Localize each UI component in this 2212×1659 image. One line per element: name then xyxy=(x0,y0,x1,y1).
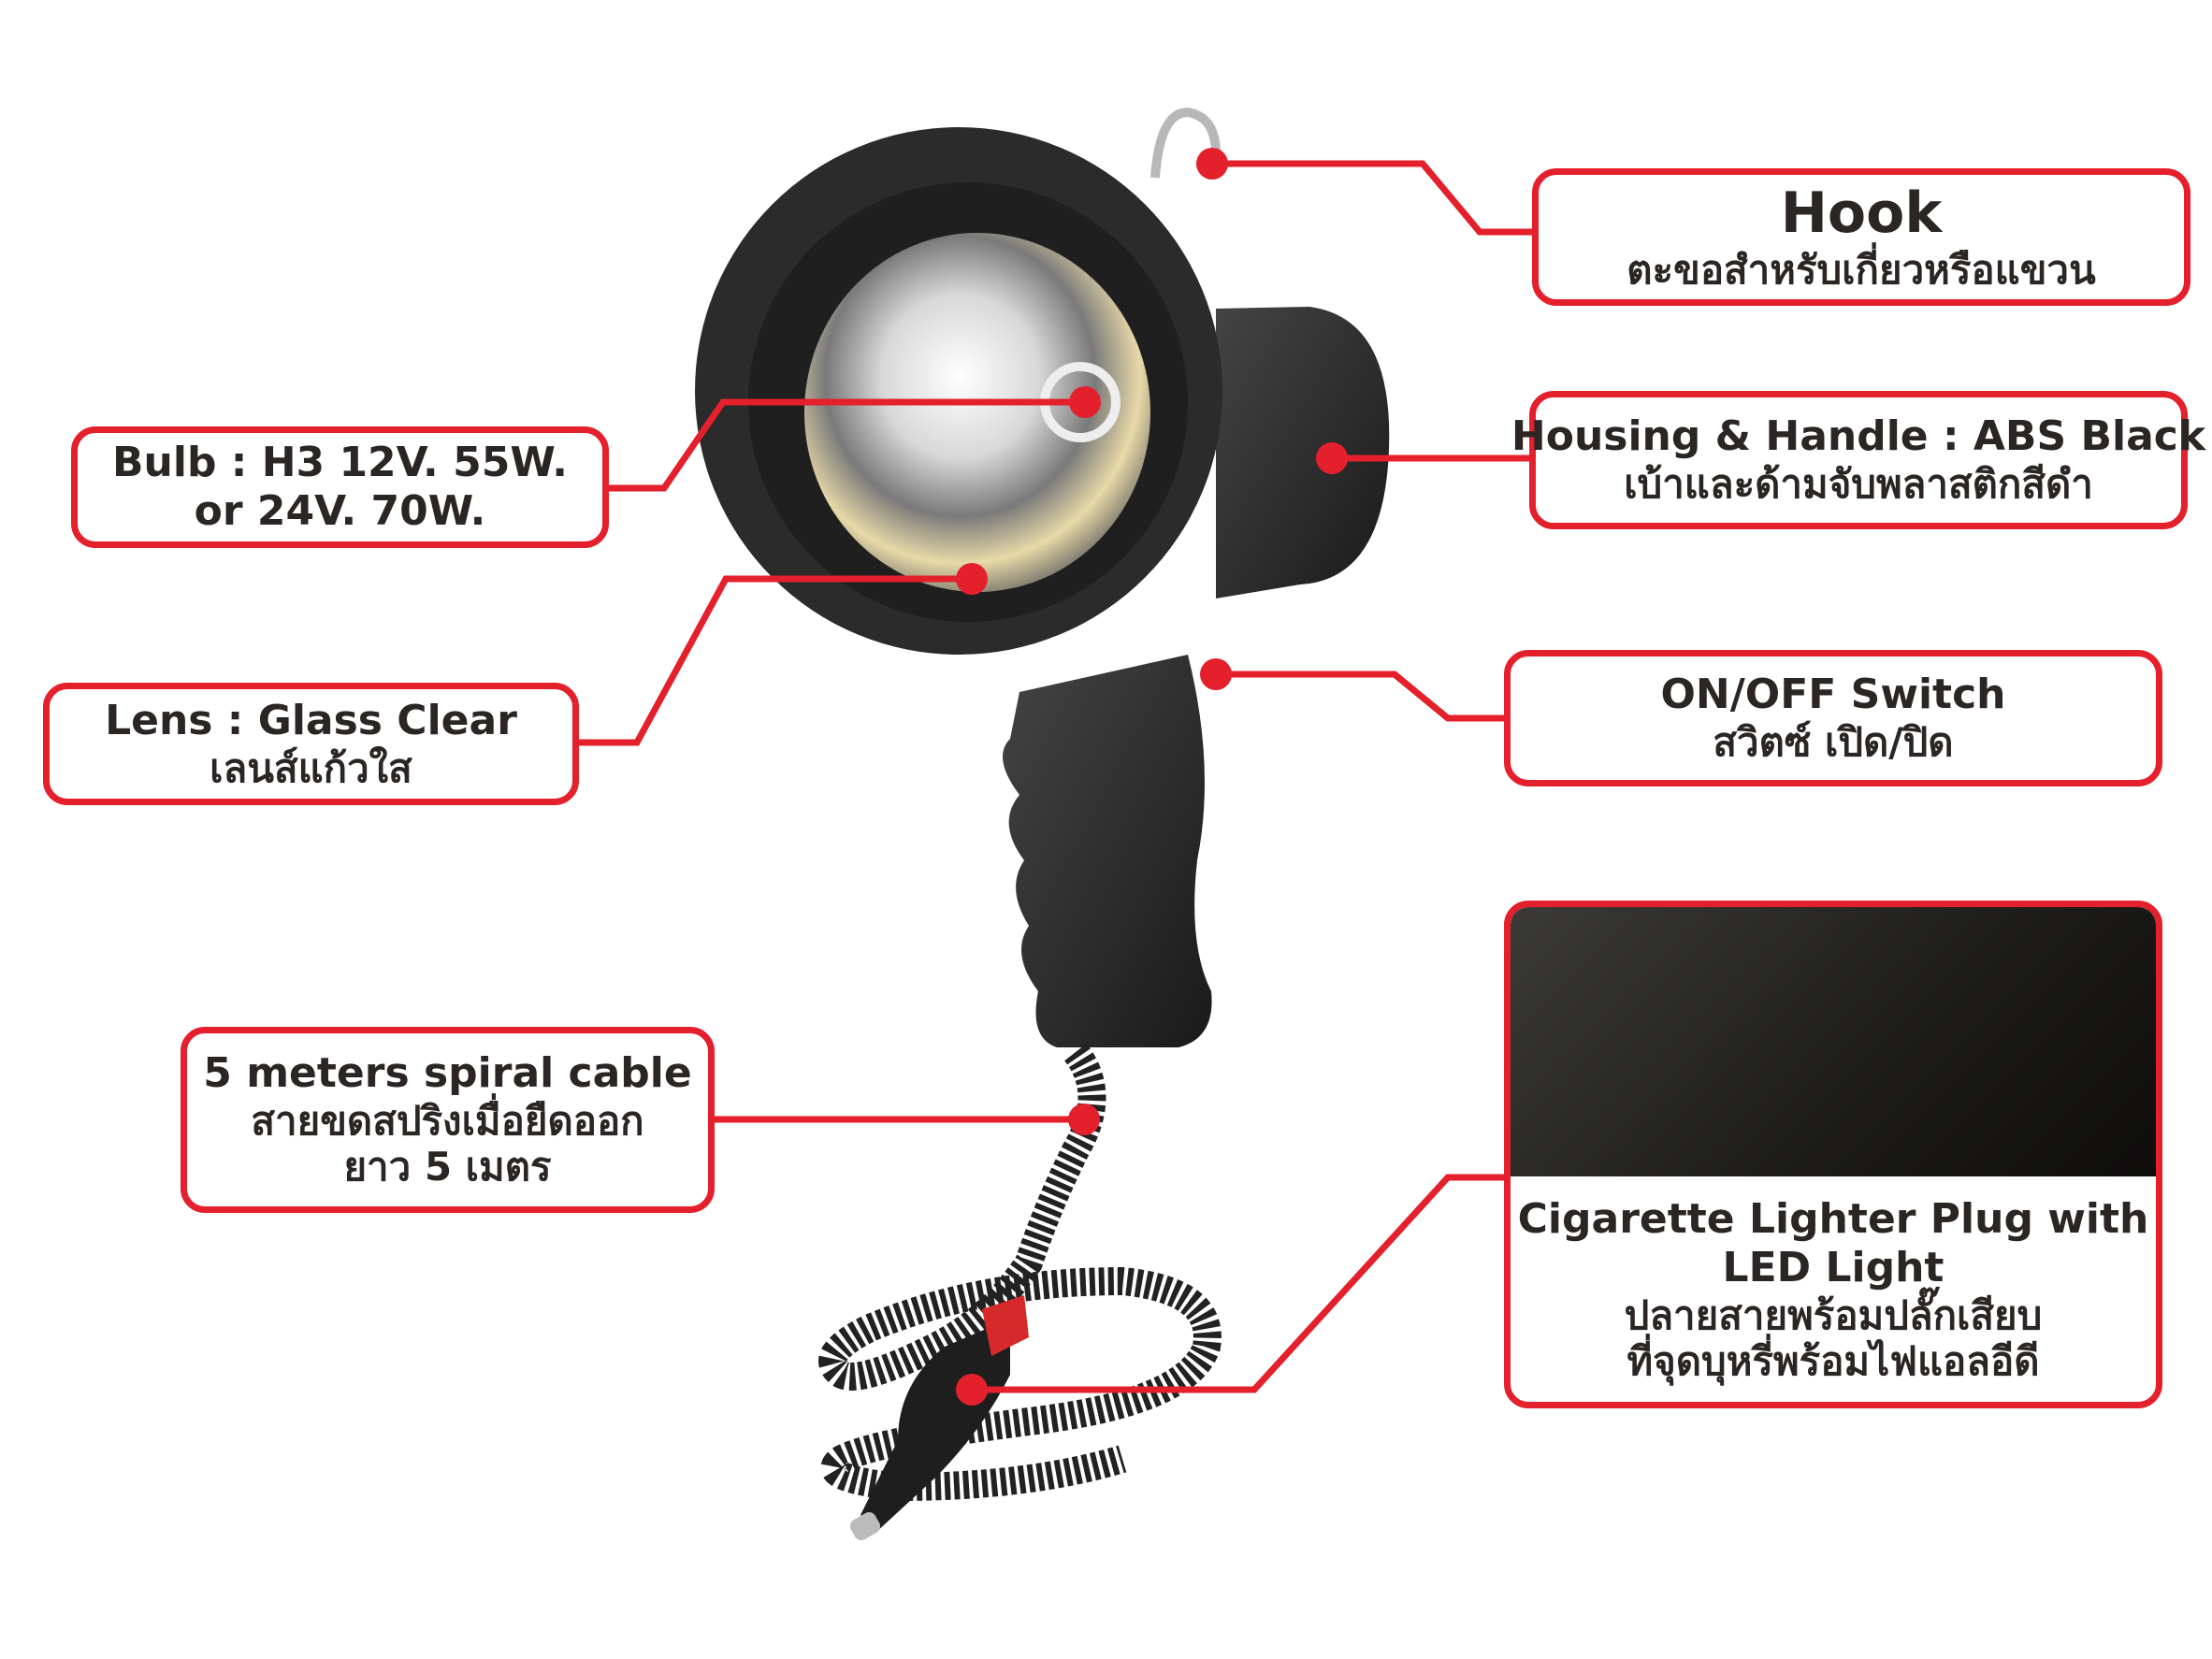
handle xyxy=(1003,655,1212,1047)
plug-label-line2: LED Light xyxy=(1722,1244,1945,1291)
cigarette-plug xyxy=(860,1319,1010,1534)
bulb-label-line1: Bulb : H3 12V. 55W. xyxy=(112,439,568,487)
reflector xyxy=(804,233,1150,592)
cable-label-thai-2: ยาว 5 เมตร xyxy=(343,1144,552,1190)
spiral-cable xyxy=(818,1043,1222,1502)
housing-label: Housing & Handle : ABS Black xyxy=(1511,412,2206,461)
car-socket-photo xyxy=(1511,907,2156,1177)
lens-label: Lens : Glass Clear xyxy=(105,696,517,744)
rear-housing xyxy=(1216,307,1390,599)
plug-label-thai-2: ที่จุดบุหรี่พร้อมไฟแอลอีดี xyxy=(1626,1338,2040,1385)
bulb-label-line2: or 24V. 70W. xyxy=(194,487,486,535)
plug-label-line1: Cigarette Lighter Plug with xyxy=(1517,1195,2149,1244)
switch-label-thai: สวิตซ์ เปิด/ปิด xyxy=(1713,719,1954,766)
lens-label-thai: เลนส์แก้วใส xyxy=(210,744,412,791)
callout-plug: Cigarette Lighter Plug with LED Light ปล… xyxy=(1504,901,2162,1408)
callout-switch: ON/OFF Switch สวิตซ์ เปิด/ปิด xyxy=(1504,650,2162,786)
connector-dots xyxy=(956,148,1348,1406)
connector-lines xyxy=(579,160,1532,1393)
switch-label: ON/OFF Switch xyxy=(1660,671,2006,719)
hook-label-thai: ตะขอสำหรับเกี่ยวหรือแขวน xyxy=(1626,247,2096,294)
callout-bulb: Bulb : H3 12V. 55W. or 24V. 70W. xyxy=(71,426,609,548)
callout-lens: Lens : Glass Clear เลนส์แก้วใส xyxy=(43,683,579,805)
callout-hook: Hook ตะขอสำหรับเกี่ยวหรือแขวน xyxy=(1532,168,2190,306)
hook-wire xyxy=(1150,107,1222,179)
callout-housing: Housing & Handle : ABS Black เบ้าและด้าม… xyxy=(1511,391,2205,529)
callout-cable: 5 meters spiral cable สายขดสปริงเมื่อยืด… xyxy=(181,1027,715,1213)
hook-label: Hook xyxy=(1780,180,1943,247)
cable-label-thai-1: สายขดสปริงเมื่อยืดออก xyxy=(251,1097,644,1144)
housing-label-thai: เบ้าและด้ามจับพลาสติกสีดำ xyxy=(1624,461,2093,508)
plug-label-thai-1: ปลายสายพร้อมปลั๊กเสียบ xyxy=(1624,1291,2043,1338)
cable-label: 5 meters spiral cable xyxy=(203,1049,692,1097)
